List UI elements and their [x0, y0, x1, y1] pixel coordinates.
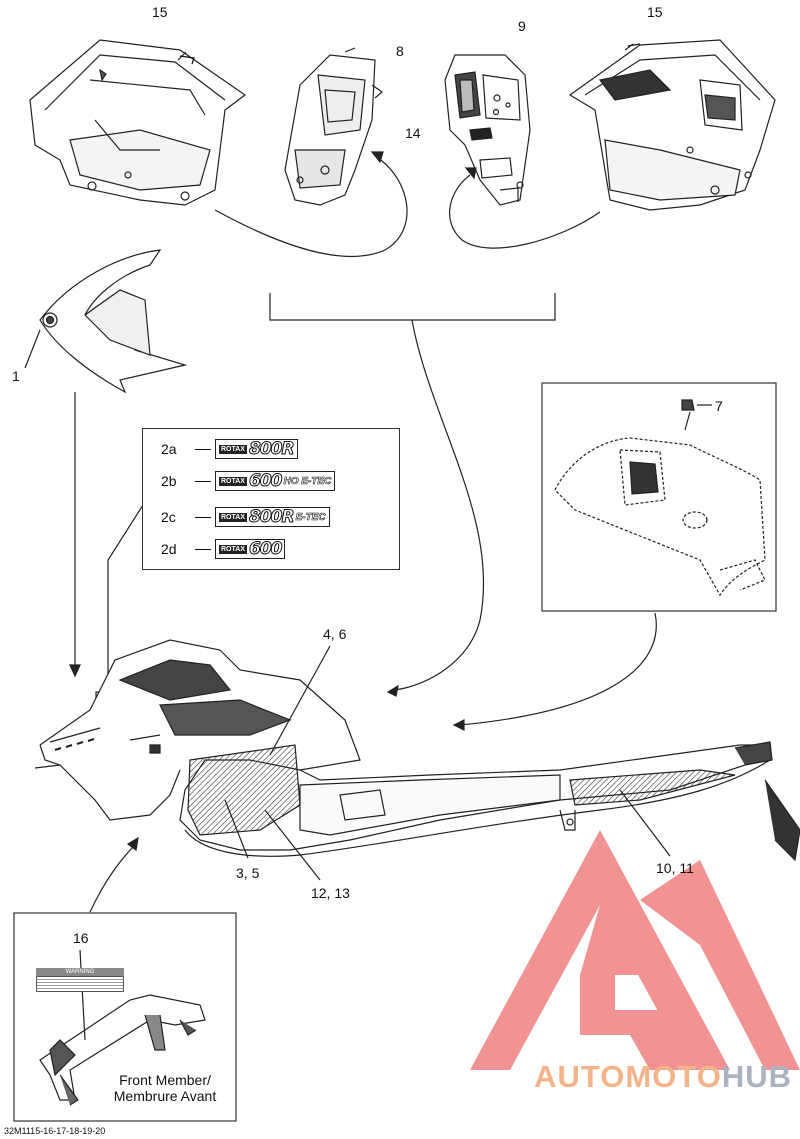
callout-8: 8: [396, 43, 404, 59]
arrow-head: [452, 719, 465, 731]
front-member-line2: Membrure Avant: [113, 1088, 217, 1104]
decal-box-leader: [107, 504, 144, 690]
leader-box-16: [89, 844, 136, 913]
drawing-code: 32M1115-16-17-18-19-20: [4, 1126, 106, 1136]
warning-header: WARNING: [36, 968, 124, 976]
leader-line-1: [24, 329, 41, 369]
leader-35: [224, 799, 249, 859]
inset-box-7: [541, 382, 777, 612]
callout-10-11: 10, 11: [656, 860, 694, 876]
arrow-head: [464, 167, 477, 180]
front-member-line1: Front Member/: [119, 1072, 211, 1088]
callout-9: 9: [518, 18, 526, 34]
arrow-head: [370, 151, 384, 164]
decal-label: 2a: [161, 441, 177, 457]
watermark-triangle: [470, 830, 800, 1070]
leader-46: [269, 645, 331, 756]
watermark-text-part2: HUB: [721, 1059, 792, 1094]
warning-body-text: [36, 976, 124, 992]
side-panel-right: [568, 39, 776, 211]
bracket: [269, 293, 556, 321]
leader-curve-7: [459, 612, 657, 726]
side-panel-left: [29, 39, 247, 206]
side-panel-8: [284, 47, 383, 206]
callout-15-left: 15: [152, 4, 168, 20]
callout-7: 7: [715, 398, 723, 414]
arrow-head: [386, 684, 399, 697]
callout-3-5: 3, 5: [236, 865, 260, 881]
callout-4-6: 4, 6: [323, 626, 347, 642]
decal-label: 2b: [161, 473, 177, 489]
arrow-head: [126, 836, 139, 852]
callout-14: 14: [405, 125, 421, 141]
callout-16: 16: [73, 930, 89, 946]
hood-part-1: [39, 249, 188, 394]
callout-12-13: 12, 13: [311, 885, 350, 901]
leader-curve-left: [214, 157, 408, 258]
side-panel-9: [444, 54, 531, 206]
leader-1213: [264, 809, 321, 881]
leader-1011: [619, 789, 671, 857]
main-chassis: [34, 639, 800, 862]
warning-label: WARNING: [36, 968, 124, 992]
callout-1: 1: [12, 368, 20, 384]
decal-label: 2d: [161, 541, 177, 557]
leader-curve-bracket: [394, 319, 485, 691]
callout-15-right: 15: [647, 4, 663, 20]
front-member-label: Front Member/ Membrure Avant: [100, 1072, 230, 1104]
front-member-part: [39, 949, 206, 1106]
leader-curve-right: [448, 174, 601, 249]
watermark-logo: AUTOMOTOHUB: [534, 1059, 792, 1095]
arrow-head: [69, 664, 81, 678]
watermark-text-part1: AUTOMOTO: [534, 1059, 722, 1094]
decal-label: 2c: [161, 509, 176, 525]
